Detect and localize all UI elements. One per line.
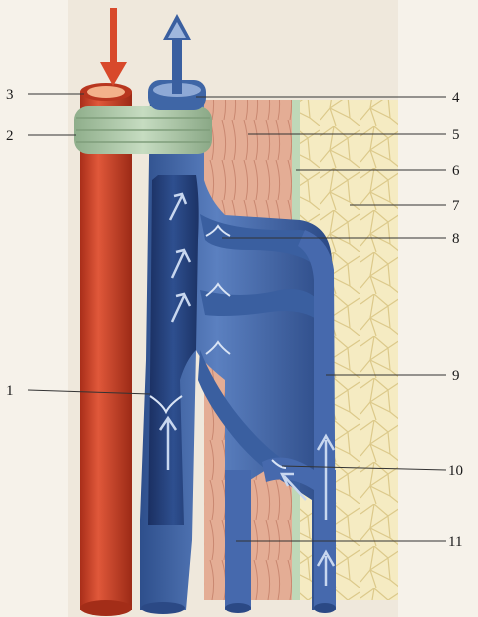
label-3: 3: [6, 87, 14, 103]
label-6: 6: [452, 163, 460, 179]
label-7: 7: [452, 198, 460, 214]
label-2: 2: [6, 128, 14, 144]
label-8: 8: [452, 231, 460, 247]
lower-vein: [225, 470, 251, 610]
artery-bottom: [80, 600, 132, 616]
artery-lumen: [87, 86, 125, 98]
label-11: 11: [448, 534, 462, 550]
label-9: 9: [452, 368, 460, 384]
lower-vein-end: [225, 603, 251, 613]
label-4: 4: [452, 90, 460, 106]
vascular-sheath: [74, 106, 212, 154]
label-1: 1: [6, 383, 14, 399]
label-5: 5: [452, 127, 460, 143]
artery: [80, 92, 132, 610]
lower-vein-right-end: [314, 603, 336, 613]
deep-vein-bottom-end: [141, 602, 185, 614]
label-10: 10: [448, 463, 463, 479]
